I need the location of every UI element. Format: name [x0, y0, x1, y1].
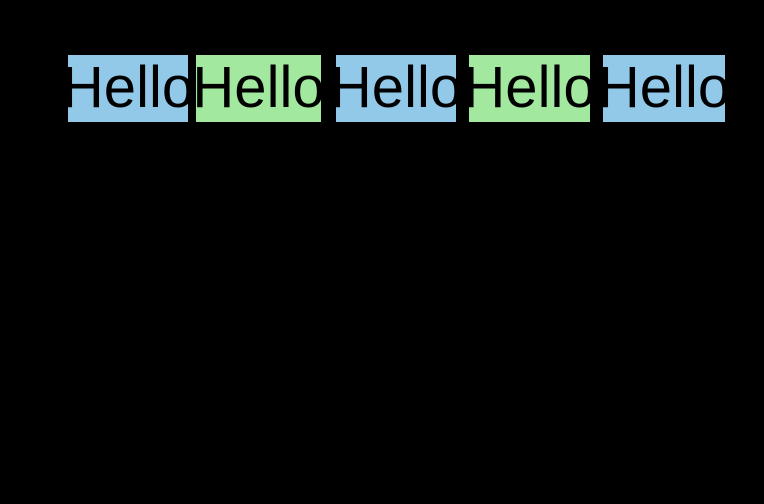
highlight-label: Hello: [603, 55, 725, 120]
highlight-label: Hello: [68, 55, 188, 120]
highlight-box[interactable]: Hello: [603, 55, 725, 122]
highlight-box[interactable]: Hello: [336, 55, 456, 122]
highlight-box[interactable]: Hello: [469, 55, 590, 122]
highlight-label: Hello: [336, 55, 456, 120]
highlight-label: Hello: [469, 55, 590, 120]
highlight-label: Hello: [196, 55, 321, 120]
highlight-box[interactable]: Hello: [196, 55, 321, 122]
highlight-box[interactable]: Hello: [68, 55, 188, 122]
